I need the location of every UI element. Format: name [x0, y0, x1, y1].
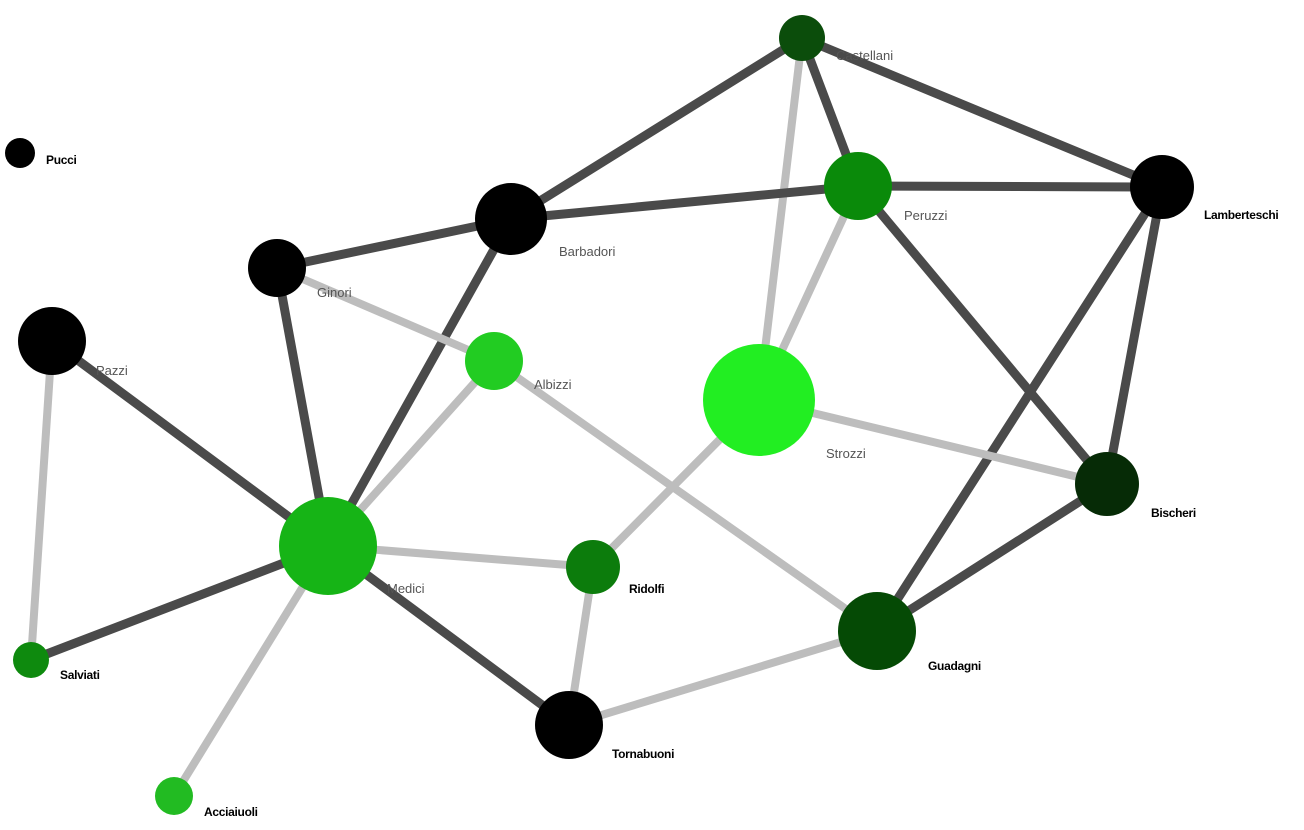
- edge-bischeri-guadagni: [872, 479, 1112, 636]
- node-acciaiuoli: [155, 777, 193, 815]
- edge-lamberteschi-bischeri: [1102, 182, 1167, 489]
- edge-ginori-albizzi: [273, 264, 498, 365]
- node-medici: [279, 497, 377, 595]
- edges-layer: [26, 33, 1167, 800]
- node-label-albizzi: Albizzi: [534, 377, 572, 392]
- node-label-ridolfi: Ridolfi: [629, 582, 664, 596]
- edge-barbadori-peruzzi: [506, 181, 863, 224]
- edge-strozzi-bischeri: [755, 396, 1111, 488]
- node-label-ginori: Ginori: [317, 285, 352, 300]
- edge-albizzi-guadagni: [490, 357, 881, 635]
- node-pucci: [5, 138, 35, 168]
- node-ridolfi: [566, 540, 620, 594]
- edge-castellani-lamberteschi: [797, 33, 1167, 192]
- node-label-peruzzi: Peruzzi: [904, 208, 947, 223]
- nodes-layer: [5, 15, 1194, 815]
- edge-guadagni-tornabuoni: [565, 627, 881, 729]
- edge-medici-salviati: [26, 541, 333, 665]
- node-label-lamberteschi: Lamberteschi: [1204, 208, 1278, 222]
- edge-barbadori-medici: [323, 214, 516, 551]
- node-castellani: [779, 15, 825, 61]
- edge-barbadori-ginori: [272, 214, 516, 273]
- node-tornabuoni: [535, 691, 603, 759]
- node-ginori: [248, 239, 306, 297]
- node-label-pucci: Pucci: [46, 153, 77, 167]
- node-label-barbadori: Barbadori: [559, 244, 615, 259]
- node-strozzi: [703, 344, 815, 456]
- edge-lamberteschi-guadagni: [872, 182, 1167, 636]
- edge-castellani-barbadori: [506, 33, 807, 224]
- edge-peruzzi-lamberteschi: [853, 181, 1167, 192]
- node-label-guadagni: Guadagni: [928, 659, 981, 673]
- edge-medici-tornabuoni: [323, 541, 574, 730]
- node-peruzzi: [824, 152, 892, 220]
- edge-pazzi-medici: [47, 336, 333, 551]
- node-label-medici: Medici: [387, 581, 425, 596]
- edge-castellani-strozzi: [755, 34, 806, 404]
- node-label-tornabuoni: Tornabuoni: [612, 747, 674, 761]
- node-label-bischeri: Bischeri: [1151, 506, 1196, 520]
- node-barbadori: [475, 183, 547, 255]
- edge-pazzi-salviati: [27, 337, 56, 664]
- node-guadagni: [838, 592, 916, 670]
- node-label-strozzi: Strozzi: [826, 446, 866, 461]
- node-label-acciaiuoli: Acciaiuoli: [204, 805, 258, 819]
- edge-peruzzi-bischeri: [853, 181, 1112, 489]
- node-albizzi: [465, 332, 523, 390]
- node-salviati: [13, 642, 49, 678]
- node-label-pazzi: Pazzi: [96, 363, 128, 378]
- node-lamberteschi: [1130, 155, 1194, 219]
- node-label-castellani: Castellani: [836, 48, 893, 63]
- node-label-salviati: Salviati: [60, 668, 100, 682]
- node-bischeri: [1075, 452, 1139, 516]
- node-pazzi: [18, 307, 86, 375]
